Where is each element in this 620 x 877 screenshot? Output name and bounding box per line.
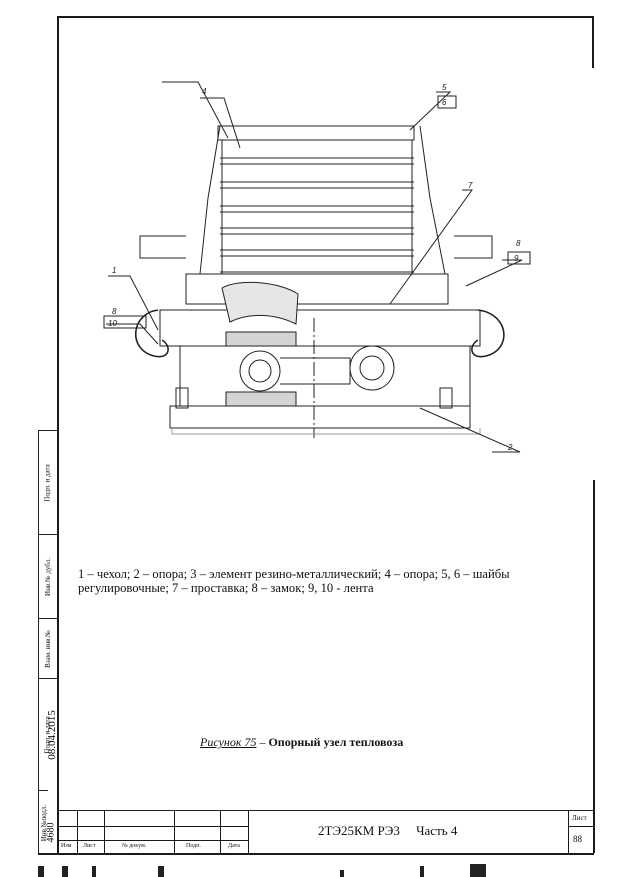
document-designation: 2ТЭ25КМ РЭ3 <box>318 823 400 838</box>
frame-left <box>57 16 59 853</box>
side-cell-sign-date-1: Подп. и дата <box>38 430 58 535</box>
support-unit-drawing: 3 4 5 6 7 8 9 1 8 10 2 <box>103 78 531 453</box>
lower-support <box>179 345 471 407</box>
side-label-replace-inv: Взам. инв.№ <box>44 630 53 668</box>
callout-2: 2 <box>507 443 513 452</box>
caption-dash: – <box>256 735 269 749</box>
scan-mark <box>470 864 486 877</box>
scan-mark <box>92 866 96 877</box>
right-boot <box>471 309 505 358</box>
col-label-change: Изм <box>61 843 72 849</box>
side-inv-number: 4680 <box>45 822 57 842</box>
callout-8-right: 8 <box>516 239 521 248</box>
callout-8-left: 8 <box>112 307 117 316</box>
title-block <box>58 810 593 854</box>
side-stamp-date: 08.04.2015 <box>46 710 58 760</box>
col-label-sheet: Лист <box>83 843 96 849</box>
figure-number: Рисунок 75 <box>200 735 257 749</box>
side-cell-orig-inv: Инв.№подл. <box>38 790 48 854</box>
side-stamp <box>38 430 59 853</box>
scan-mark <box>420 866 424 877</box>
scan-mark <box>158 866 164 877</box>
frame-bottom <box>38 853 594 855</box>
frame-right-upper <box>592 16 594 68</box>
right-roller <box>349 345 395 391</box>
left-boot <box>134 309 169 358</box>
figure-title: Опорный узел тепловоза <box>268 735 404 749</box>
rubber-element <box>221 281 299 325</box>
side-label-dup-inv: Инв.№ дубл. <box>44 558 53 596</box>
scan-mark <box>62 866 68 877</box>
callout-1: 1 <box>112 266 116 275</box>
frame-top <box>58 16 593 18</box>
scan-mark <box>38 866 44 877</box>
side-label-sign-date-1: Подп. и дата <box>44 464 52 502</box>
sheet-number: 88 <box>573 834 582 844</box>
col-label-signature: Подп. <box>186 843 201 849</box>
document-part: Часть 4 <box>416 823 458 838</box>
upper-housing <box>199 125 221 275</box>
frame-right-lower <box>593 480 595 853</box>
col-label-doc-number: № докум. <box>122 843 147 849</box>
figure-caption: Рисунок 75 – Опорный узел тепловоза <box>200 735 403 750</box>
document-code: 2ТЭ25КМ РЭ3 Часть 4 <box>318 823 457 839</box>
side-cell-sign-date-2: Подп. и дата <box>38 678 58 791</box>
col-label-date: Дата <box>228 843 240 849</box>
washer-stack <box>217 125 415 274</box>
base-plate <box>185 273 449 305</box>
callout-7: 7 <box>468 181 473 190</box>
side-cell-replace-inv: Взам. инв.№ <box>38 618 58 679</box>
scan-mark <box>340 870 344 877</box>
callout-10: 10 <box>108 319 117 328</box>
side-cell-dup-inv: Инв.№ дубл. <box>38 534 58 619</box>
callout-4: 4 <box>202 87 207 96</box>
callout-6: 6 <box>442 98 447 107</box>
callout-5: 5 <box>442 83 447 92</box>
callout-9: 9 <box>514 254 519 263</box>
callout-3: 3 <box>160 78 165 80</box>
left-roller <box>239 350 281 392</box>
figure-legend: 1 – чехол; 2 – опора; 3 – элемент резино… <box>78 567 510 595</box>
sheet-label: Лист <box>572 814 587 822</box>
